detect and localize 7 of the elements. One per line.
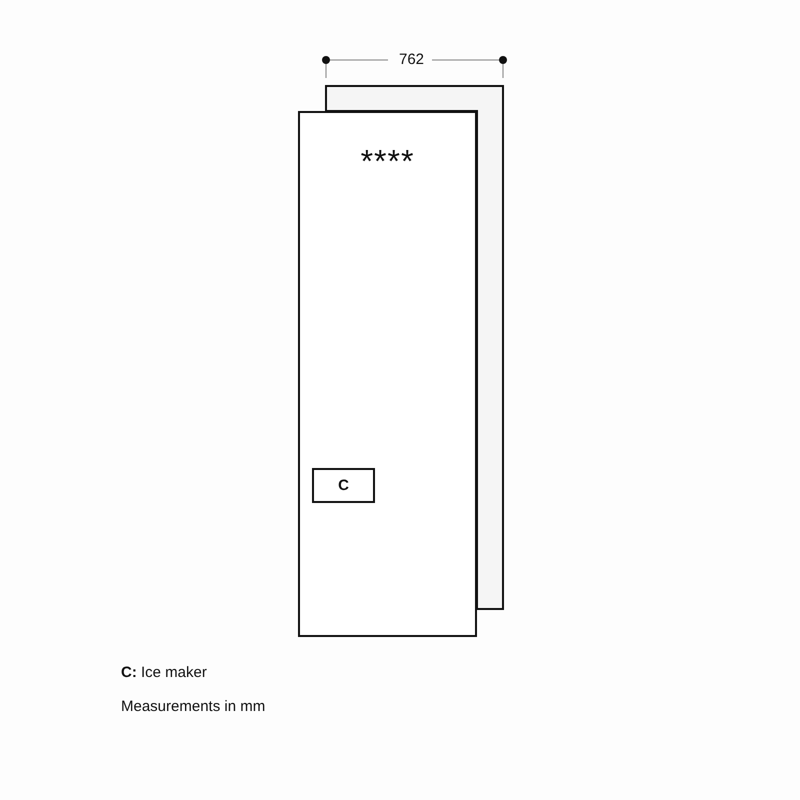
star-rating: ****	[360, 143, 416, 180]
door-panel	[298, 111, 477, 637]
component-letter: C	[337, 477, 350, 494]
dimension-label: 762	[398, 51, 426, 68]
footnote: Measurements in mm	[121, 698, 266, 715]
key-note: C: Ice maker	[121, 664, 207, 681]
ice-maker-box	[312, 468, 375, 503]
